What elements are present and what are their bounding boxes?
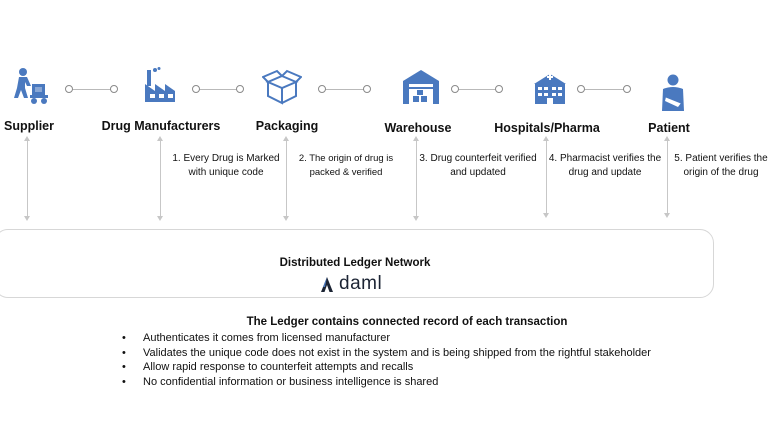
list-item: Allow rapid response to counterfeit atte… xyxy=(120,360,651,375)
list-item: Validates the unique code does not exist… xyxy=(120,346,651,361)
hospital-icon xyxy=(530,68,570,108)
warehouse-icon xyxy=(401,67,441,107)
package-box-icon xyxy=(261,68,303,108)
daml-logo: daml xyxy=(320,273,382,295)
ledger-network-box xyxy=(0,229,714,298)
stage-label-manufacturer: Drug Manufacturers xyxy=(101,119,221,133)
ledger-title: Distributed Ledger Network xyxy=(279,257,431,269)
stage-label-hospital: Hospitals/Pharma xyxy=(494,121,600,135)
stage-label-warehouse: Warehouse xyxy=(384,121,452,135)
forklift-worker-icon xyxy=(11,66,51,106)
summary-title: The Ledger contains connected record of … xyxy=(246,316,568,328)
summary-bullet-list: Authenticates it comes from licensed man… xyxy=(120,331,651,389)
list-item: Authenticates it comes from licensed man… xyxy=(120,331,651,346)
stage-label-patient: Patient xyxy=(648,121,690,135)
patient-icon xyxy=(654,73,694,113)
daml-logo-text: daml xyxy=(339,273,383,294)
daml-logo-mark-icon xyxy=(321,276,333,292)
factory-icon xyxy=(141,66,181,106)
list-item: No confidential information or business … xyxy=(120,375,651,390)
stage-label-supplier: Supplier xyxy=(3,119,55,133)
stage-label-packaging: Packaging xyxy=(255,119,319,133)
